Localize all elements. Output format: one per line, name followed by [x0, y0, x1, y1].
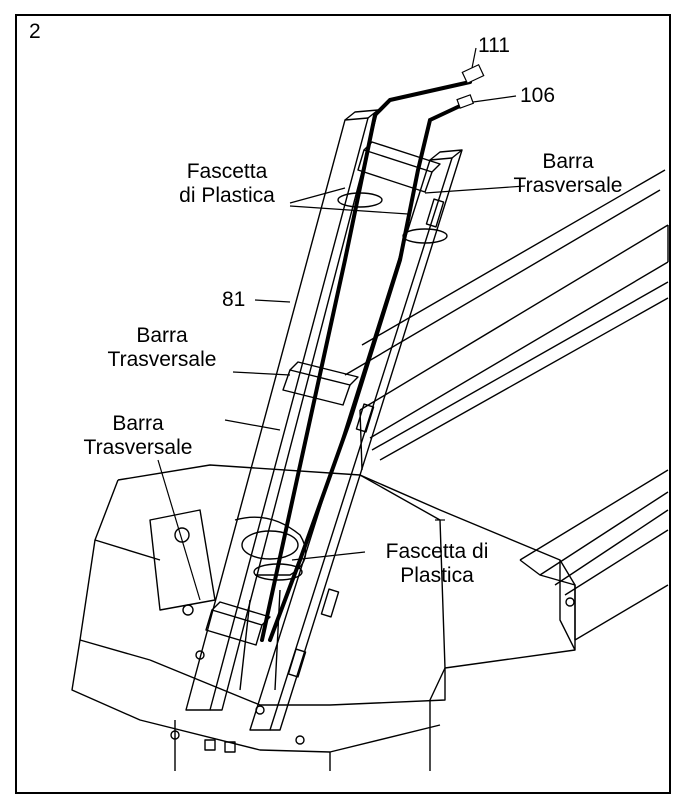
callout-barra-mid-line1: Barra — [136, 324, 188, 347]
callout-barra-low: Barra Trasversale — [68, 412, 208, 460]
upright-left — [185, 109, 379, 711]
callout-barra-top-line1: Barra — [542, 150, 594, 173]
callout-barra-low-line2: Trasversale — [83, 436, 193, 459]
callout-fascetta-top-line1: Fascetta — [186, 160, 268, 183]
callout-fascetta-bottom-line1: Fascetta di — [385, 540, 489, 563]
treadmill-deck-rails — [519, 469, 669, 641]
callout-barra-mid-line2: Trasversale — [107, 348, 217, 371]
callout-81: 81 — [222, 288, 246, 311]
callout-fascetta-top: Fascetta di Plastica — [162, 160, 292, 208]
crossbars — [205, 141, 441, 646]
callout-barra-top-line2: Trasversale — [513, 174, 623, 197]
callout-fascetta-bottom: Fascetta di Plastica — [362, 540, 512, 588]
callout-barra-top: Barra Trasversale — [498, 150, 638, 198]
assembly-drawing — [71, 47, 669, 771]
callout-106: 106 — [520, 84, 556, 107]
leader-lines — [157, 47, 526, 601]
motor-hood — [71, 464, 576, 771]
plastic-tie-ellipses — [253, 192, 448, 581]
step-number: 2 — [29, 20, 41, 43]
upright-right — [249, 149, 463, 731]
treadmill-frame-rails — [344, 169, 669, 471]
wires-111-106 — [260, 80, 472, 642]
callout-barra-low-line1: Barra — [112, 412, 164, 435]
callout-barra-mid: Barra Trasversale — [92, 324, 232, 372]
callout-111: 111 — [478, 34, 510, 57]
callout-fascetta-top-line2: di Plastica — [179, 184, 275, 207]
wire-connectors — [456, 63, 485, 109]
callout-fascetta-bottom-line2: Plastica — [400, 564, 474, 587]
